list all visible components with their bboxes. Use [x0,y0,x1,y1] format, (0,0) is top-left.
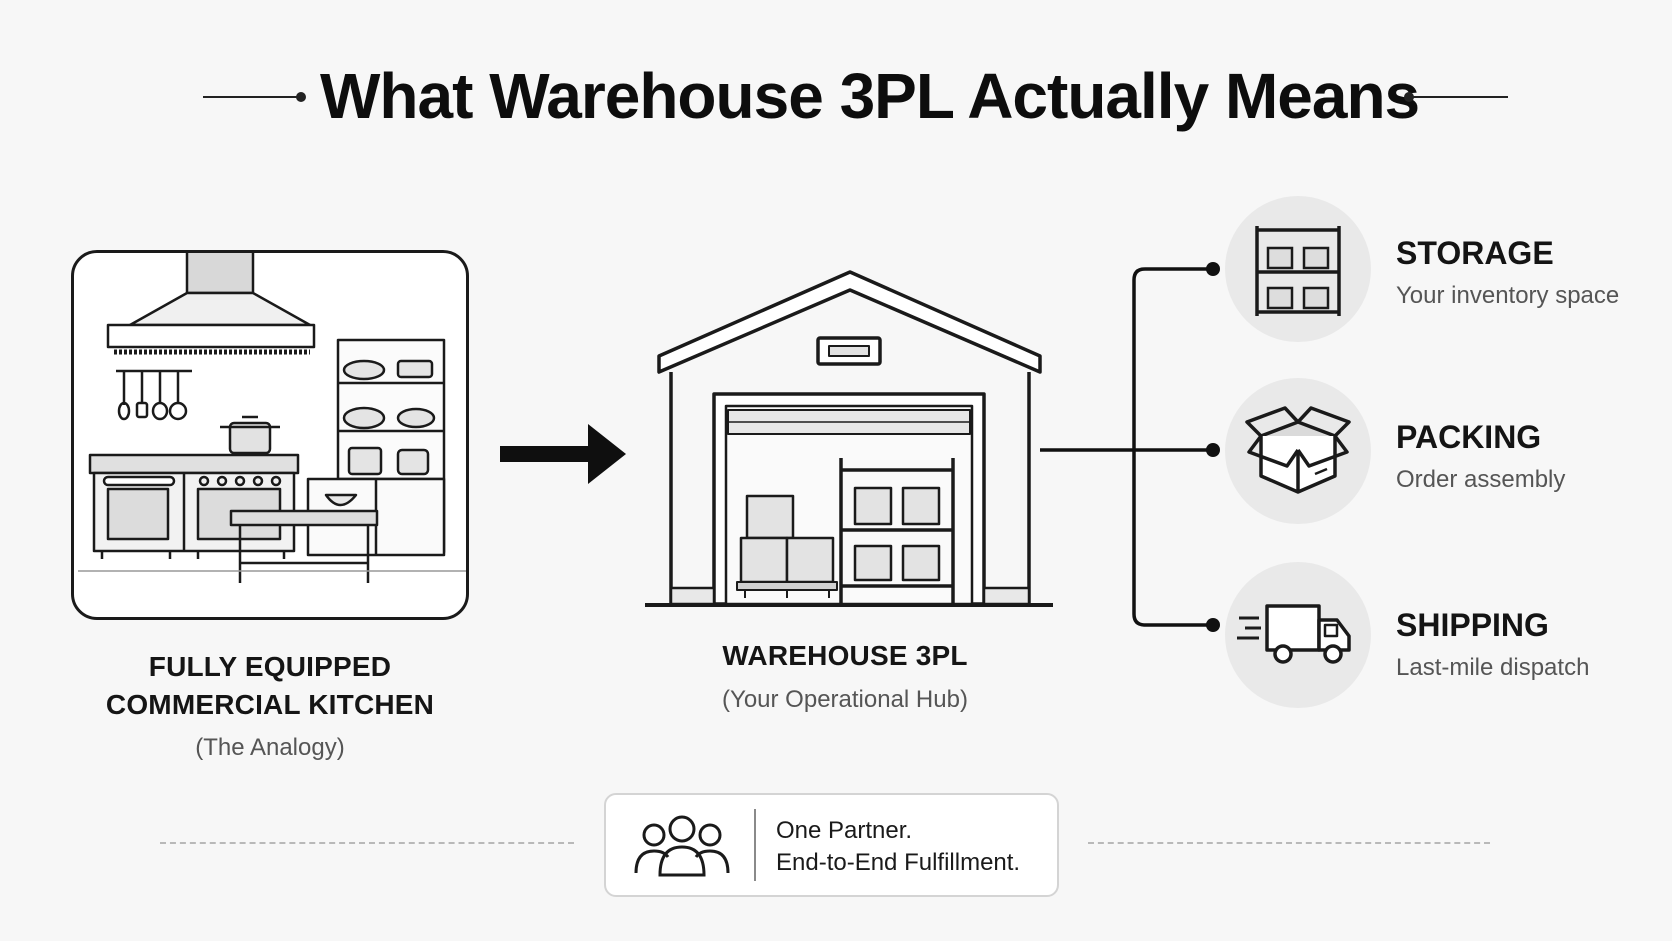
badge-line2: End-to-End Fulfillment. [776,849,1021,876]
kitchen-caption-line1: FULLY EQUIPPED [148,651,392,682]
badge-divider [754,809,756,881]
shipping-title: SHIPPING [1396,607,1549,643]
title-row: What Warehouse 3PL Actually Means [0,48,1672,140]
warehouse-caption: WAREHOUSE 3PL [722,640,968,671]
packing-subtitle: Order assembly [1396,466,1566,493]
kitchen-caption: FULLY EQUIPPED COMMERCIAL KITCHEN [71,648,469,724]
shipping-icon-circle [1225,562,1371,708]
page-title: What Warehouse 3PL Actually Means [320,60,1420,132]
badge-text: One Partner. End-to-End Fulfillment. [776,815,1020,879]
service-connector-lines [1040,262,1220,632]
title-rule-dot-right [1404,92,1414,102]
kitchen-caption-line2: COMMERCIAL KITCHEN [105,689,435,720]
title-rule-right [1412,96,1508,98]
shelving-icon [1255,226,1341,316]
badge-line1: One Partner. [776,817,913,844]
team-icon [634,815,730,877]
title-rule-left [203,96,301,98]
packing-icon-circle [1225,378,1371,524]
fulfillment-badge: One Partner. End-to-End Fulfillment. [604,793,1059,897]
dashed-rule-right [1088,842,1490,844]
storage-subtitle: Your inventory space [1396,282,1620,309]
kitchen-illustration-card [71,250,469,620]
warehouse-icon [645,270,1053,607]
shipping-subtitle: Last-mile dispatch [1396,654,1590,681]
packing-title: PACKING [1396,419,1542,455]
storage-icon-circle [1225,196,1371,342]
storage-title: STORAGE [1396,235,1554,271]
warehouse-subcaption: (Your Operational Hub) [722,686,968,713]
dashed-rule-left [160,842,574,844]
title-rule-dot-left [296,92,306,102]
delivery-truck-icon [1237,604,1351,664]
right-arrow-icon [500,424,626,484]
kitchen-subcaption: (The Analogy) [195,734,345,761]
open-box-icon [1245,406,1351,494]
commercial-kitchen-icon [78,253,466,583]
